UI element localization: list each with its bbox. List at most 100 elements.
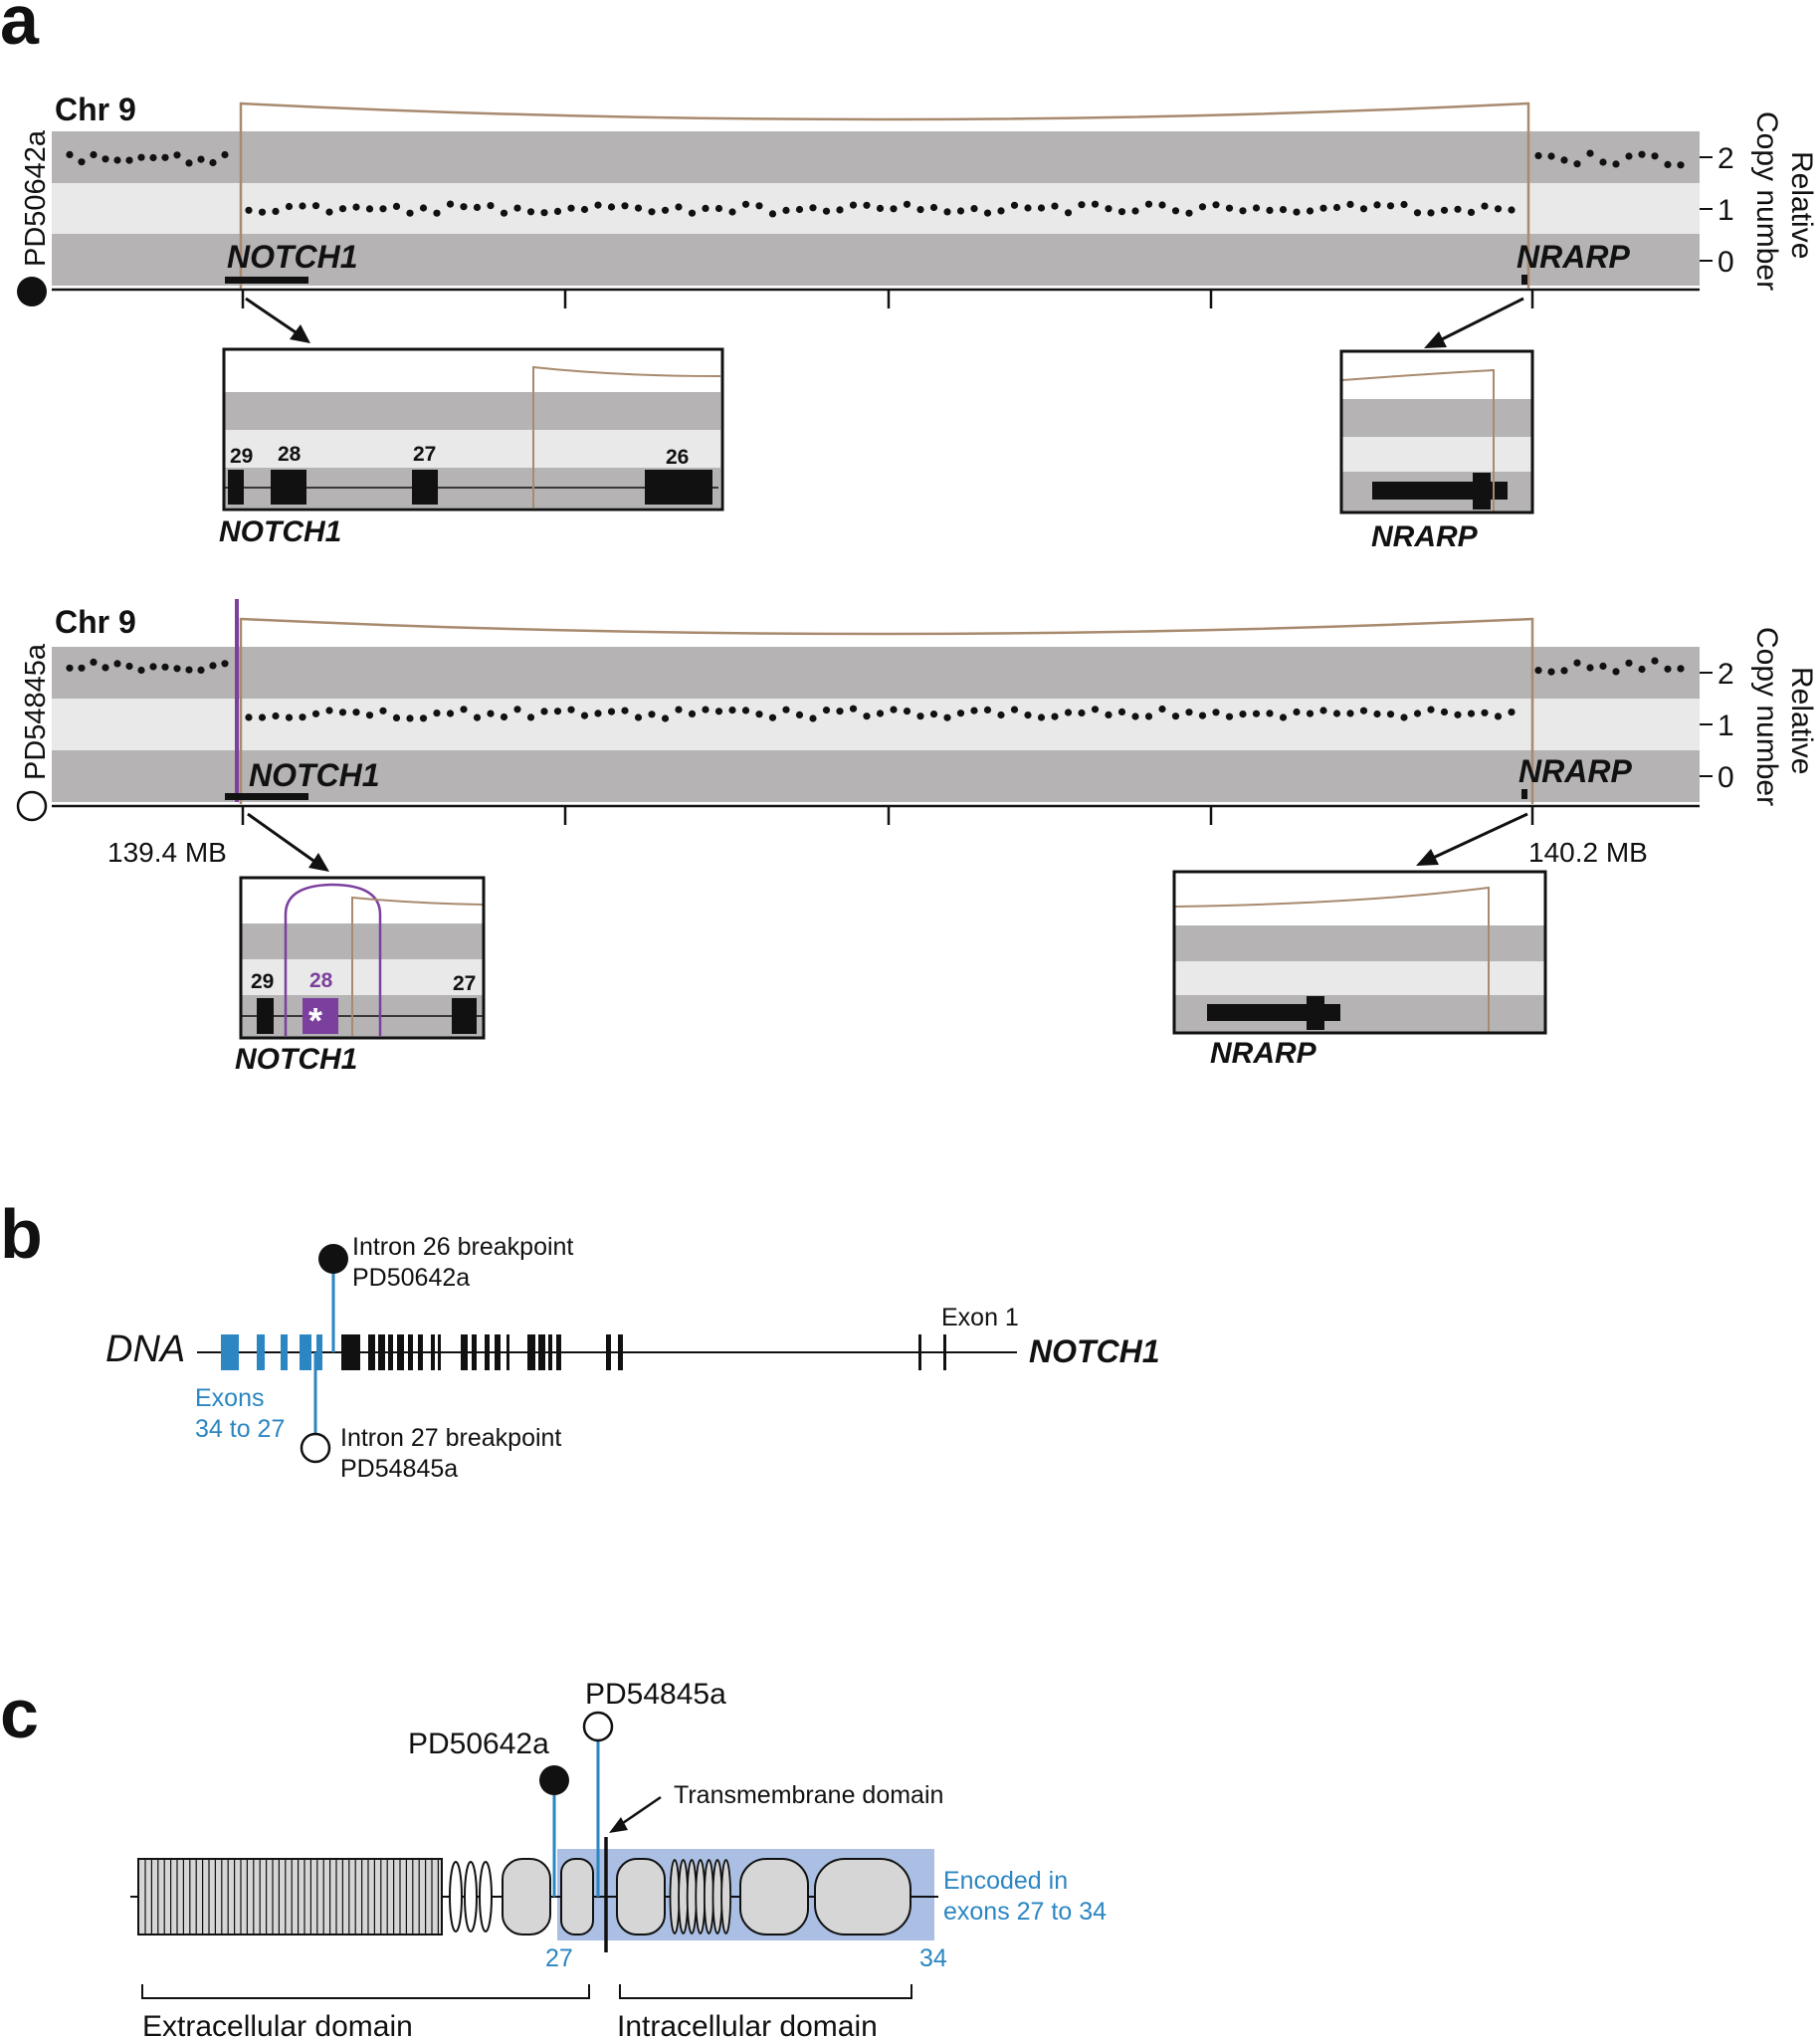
panel-a-letter: a [0, 0, 40, 59]
arrowhead [308, 853, 329, 872]
copy-number-point [943, 713, 951, 721]
copy-number-point [1534, 667, 1542, 675]
copy-number-point [903, 708, 911, 715]
copy-number-point [392, 202, 401, 210]
panel-b: b DNA [0, 1195, 1160, 1483]
copy-number-point [741, 200, 750, 208]
copy-number-point [1198, 712, 1207, 719]
copy-number-point [1051, 713, 1059, 720]
copy-number-point [1440, 206, 1449, 214]
copy-number-point [621, 707, 629, 714]
open-circle-icon [582, 1711, 614, 1742]
copy-number-point [997, 711, 1005, 719]
chromosome-label: Chr 9 [55, 604, 136, 640]
exon-number: 29 [230, 445, 253, 468]
copy-number-point [272, 712, 280, 720]
copy-number-point [621, 202, 629, 210]
track-1: NOTCH1 NRARP Chr 9 PD50642a 2 1 0 Copy n… [17, 92, 1818, 553]
copy-number-point [1638, 150, 1646, 158]
copy-number-point [970, 205, 978, 213]
copy-number-point [125, 662, 133, 671]
copy-number-point [1131, 207, 1139, 215]
sv-arc-zoom [532, 365, 721, 508]
ankyrin-repeat [678, 1859, 689, 1935]
copy-number-point [795, 205, 804, 214]
copy-number-point [863, 713, 871, 720]
copy-number-point [1091, 200, 1100, 208]
copy-number-point [1293, 708, 1301, 716]
copy-number-point [822, 207, 831, 215]
copy-number-point [714, 708, 723, 715]
zoom-arrow [247, 812, 317, 865]
copy-number-point [311, 710, 320, 717]
copy-number-point [836, 708, 844, 715]
copy-number-point [1319, 204, 1327, 212]
copy-number-point [1117, 708, 1126, 716]
copy-number-point [728, 707, 736, 714]
copy-number-point [473, 203, 482, 211]
copy-number-point [567, 706, 575, 713]
copy-number-point [1440, 708, 1449, 716]
filled-circle-icon [17, 277, 47, 306]
copy-number-point [916, 206, 924, 214]
copy-number-point [594, 710, 602, 717]
intracellular-label: Intracellular domain [617, 2010, 878, 2038]
exon-number: 29 [251, 970, 274, 993]
arrowhead [290, 324, 310, 343]
copy-number-point [1386, 711, 1395, 718]
copy-number-point [1573, 160, 1581, 168]
copy-number-point [702, 204, 709, 212]
inset-notch1: * 29 28 27 NOTCH1 [235, 876, 486, 1076]
copy-number-point [149, 153, 157, 162]
sv-arc-zoom [1174, 886, 1490, 1032]
copy-number-point [101, 155, 109, 163]
filled-circle-icon [539, 1765, 569, 1795]
copy-number-point [741, 707, 750, 714]
copy-number-point [1239, 207, 1247, 215]
copy-number-point [768, 210, 777, 218]
copy-number-point [526, 208, 535, 216]
nrarp-exon [1473, 473, 1491, 510]
exon-block-blue [221, 1334, 239, 1370]
copy-number-point [365, 205, 374, 213]
copy-number-point [311, 202, 320, 210]
y-axis-label: Copy number [1750, 627, 1783, 806]
copy-number-point [929, 203, 938, 212]
copy-number-point [553, 207, 562, 215]
copy-number-point [822, 707, 831, 714]
copy-number-point [782, 206, 790, 214]
copy-number-point [1185, 709, 1193, 716]
copy-number-point [661, 714, 670, 722]
panel-c-letter: c [0, 1675, 39, 1752]
copy-number-point [809, 714, 817, 722]
copy-number-point [113, 660, 121, 668]
exon-number: 27 [453, 972, 476, 995]
x-start-label: 139.4 MB [107, 837, 227, 868]
copy-number-point [540, 209, 548, 217]
copy-number-point [513, 706, 521, 713]
extracellular-bracket [141, 1984, 590, 1999]
copy-number-point [956, 207, 965, 215]
copy-number-point [648, 208, 656, 216]
copy-number-point [1625, 659, 1633, 667]
copy-number-point [161, 663, 169, 671]
copy-number-point [675, 203, 683, 211]
ankyrin-repeat [686, 1859, 698, 1935]
sv-arc [239, 617, 1534, 804]
copy-number-point [768, 713, 777, 721]
copy-number-point [1467, 710, 1476, 717]
panel-c: c PD50642a PD54845a Transmembrane domain [0, 1675, 1107, 2038]
copy-number-point [473, 713, 482, 721]
asterisk-icon: * [308, 1000, 322, 1041]
copy-number-point [1051, 202, 1059, 210]
copy-number-point [1454, 205, 1462, 213]
exon-block-blue [281, 1334, 288, 1370]
copy-number-point [1454, 711, 1462, 718]
inset-notch1: 29 28 27 26 NOTCH1 [219, 347, 724, 548]
gene-label-notch1: NOTCH1 [235, 1043, 357, 1076]
copy-number-point [553, 708, 562, 715]
arrowhead [609, 1817, 628, 1833]
transmembrane-label: Transmembrane domain [674, 1781, 943, 1809]
copy-number-point [433, 710, 441, 717]
egf-repeats [137, 1858, 443, 1936]
